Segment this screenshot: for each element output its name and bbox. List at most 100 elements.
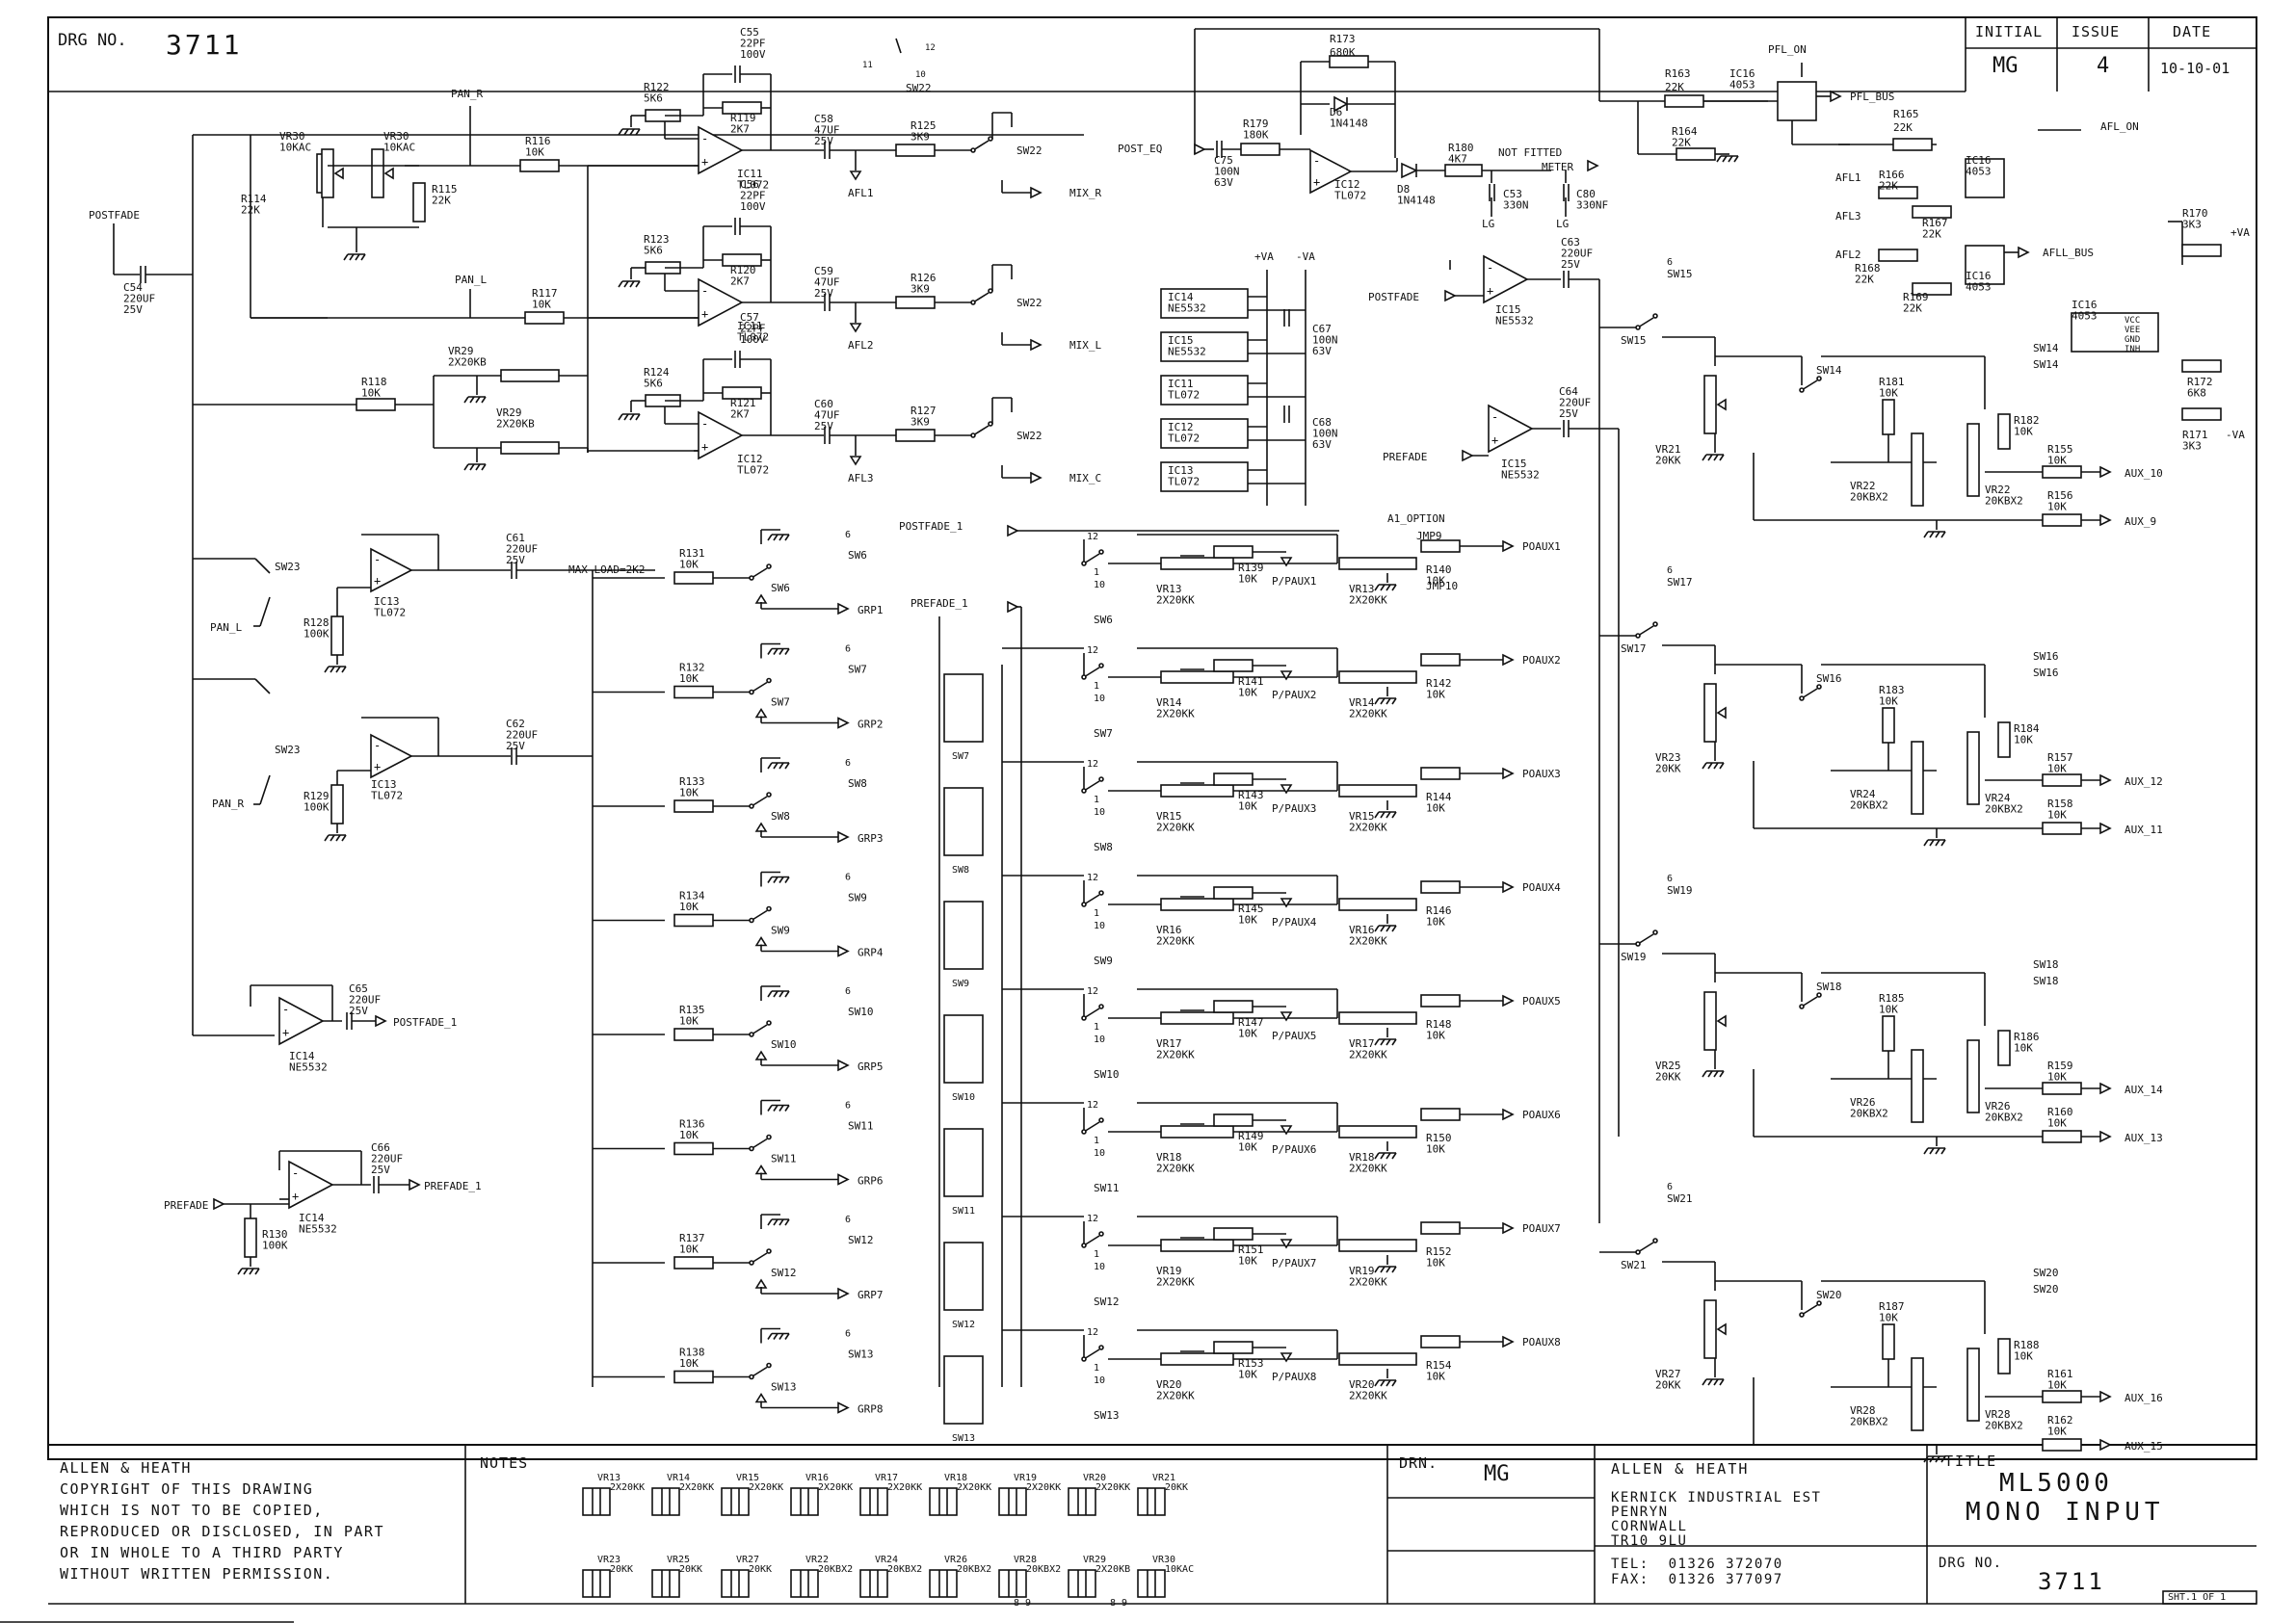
switch-label: SW8 [771, 810, 790, 823]
wire [1083, 1008, 1100, 1019]
switch-label: SW9 [848, 892, 867, 904]
net-label: P/PAUX7 [1272, 1257, 1316, 1270]
switch-contact [1816, 376, 1822, 381]
copyright-notice: ALLEN & HEATH COPYRIGHT OF THIS DRAWING … [60, 1457, 384, 1584]
component-label: 25V [814, 420, 833, 432]
net-label: AFL2 [848, 339, 874, 352]
note-label: 8 9 [1110, 1598, 1127, 1609]
net-label: PAN_L [210, 621, 242, 634]
component-label: 2X20KK [1156, 935, 1195, 948]
pot-footprint [651, 1569, 680, 1598]
component-label: 20KK [1655, 763, 1681, 775]
pin-label: 12 [1087, 1214, 1098, 1224]
component-label: VR20 [1349, 1378, 1375, 1391]
component-label: 22K [1893, 121, 1913, 134]
opamp-pin: - [282, 1003, 289, 1016]
net-label: P/PAUX6 [1272, 1143, 1316, 1156]
component-label: 22K [1879, 180, 1898, 193]
resistor [1703, 991, 1717, 1051]
component-label: R136 [679, 1118, 705, 1131]
component-label: 10K [2047, 1379, 2067, 1392]
component-label: 330N [1503, 199, 1529, 212]
resistor [1420, 1108, 1461, 1121]
component-label: 5K6 [644, 92, 663, 105]
switch-label: SW7 [1094, 727, 1113, 740]
switch-label: SW11 [771, 1153, 797, 1165]
component-label: R166 [1879, 169, 1905, 181]
switch-label: SW6 [1094, 614, 1113, 626]
ground-icon [1702, 1378, 1725, 1386]
component-label: R128 [303, 616, 330, 629]
net-label: AUX_11 [2124, 824, 2163, 836]
net-label: GRP5 [858, 1060, 884, 1073]
component-label: 47UF [814, 276, 840, 289]
resistor [2042, 1130, 2082, 1143]
wire [895, 38, 902, 54]
switch-label: SW22 [906, 82, 932, 94]
ground-icon [1702, 454, 1725, 461]
component-label: 10K [532, 299, 551, 311]
wiper-arrow [1716, 1014, 1727, 1028]
net-label: POAUX4 [1522, 881, 1561, 894]
component-label: 220UF [123, 293, 155, 305]
component-label: C75 [1214, 154, 1233, 167]
component-label: IC16 [1729, 67, 1755, 80]
switch-label: SW9 [771, 925, 790, 937]
switch-label: SW18 [1816, 981, 1842, 993]
component-label: 10K [1426, 916, 1445, 929]
component-label: 20KBX2 [1850, 1108, 1888, 1120]
pin-label: 6 [1667, 565, 1673, 576]
potentiometer [1338, 1239, 1417, 1252]
component-label: IC16 [2072, 299, 2098, 311]
drg-no-2: 3711 [2038, 1568, 2105, 1595]
net-label: P/PAUX3 [1272, 802, 1316, 815]
component-label: 10K [1879, 1312, 1898, 1324]
resistor [895, 296, 936, 309]
component-label: 2K7 [730, 275, 750, 288]
component-label: IC11 [737, 320, 763, 332]
component-label: 63V [1312, 345, 1332, 357]
note-label: 2X20KK [610, 1482, 645, 1493]
net-label: PREFADE [1383, 451, 1427, 463]
note-label: VR24 [875, 1555, 898, 1565]
switch-label: SW20 [2033, 1267, 2059, 1279]
switch-contact [970, 147, 976, 153]
pin-label: VCC [2124, 316, 2140, 326]
ic-power-box [1160, 288, 1249, 319]
component-label: 2X20KK [1156, 594, 1195, 607]
pin-label: 10 [1094, 1262, 1105, 1272]
component-label: 10K [1238, 800, 1257, 813]
resistor [330, 784, 344, 825]
arrow-icon [837, 1059, 850, 1072]
pot-footprint [929, 1487, 958, 1516]
pin-label: 10 [1094, 1148, 1105, 1159]
pin-label: 6 [845, 1329, 851, 1340]
switch-contact [1816, 992, 1822, 998]
note-label: 20KK [749, 1564, 772, 1575]
component-label: 330NF [1576, 199, 1608, 212]
pin-label: 1 [1094, 567, 1099, 578]
address-line: TR10 9LU [1611, 1533, 1688, 1549]
switch-contact [1799, 1004, 1805, 1009]
component-label: R139 [1238, 562, 1264, 574]
arrow-icon [1030, 186, 1042, 199]
component-label: 2X20KK [1349, 1049, 1387, 1061]
wire [1801, 996, 1818, 1008]
opamp-pin: - [701, 132, 708, 145]
component-label: R156 [2047, 489, 2073, 502]
component-label: C63 [1561, 236, 1580, 249]
arrow-icon [754, 1050, 768, 1060]
component-label: 10K [1426, 802, 1445, 815]
sheet-number: SHT.1 OF 1 [2168, 1592, 2227, 1603]
resistor [1882, 1323, 1895, 1360]
resistor [1882, 1015, 1895, 1052]
net-label: AUX_10 [2124, 467, 2163, 480]
net-label: AUX_16 [2124, 1392, 2163, 1404]
address-line: KERNICK INDUSTRIAL EST [1611, 1490, 1822, 1505]
arrow-icon [1280, 1239, 1293, 1249]
switch-label: SW16 [1816, 672, 1842, 685]
drawing-frame [47, 16, 2257, 1460]
component-label: C60 [814, 398, 833, 410]
note-label: VR15 [736, 1473, 759, 1483]
switch-body [943, 1014, 984, 1084]
